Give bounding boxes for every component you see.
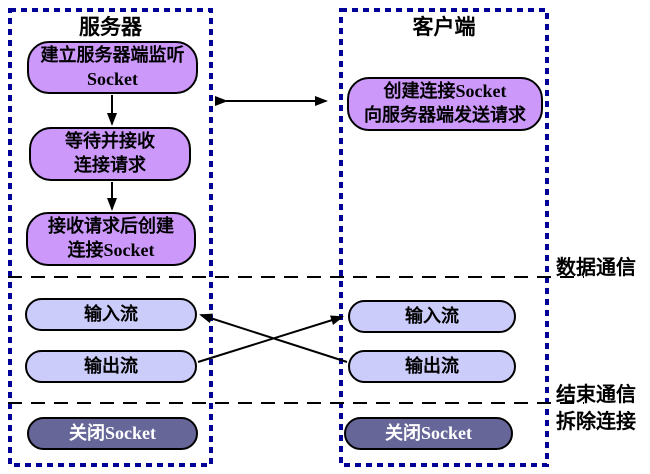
box-text-line: 关闭Socket bbox=[385, 422, 472, 443]
box-text-line: 输出流 bbox=[84, 355, 138, 376]
server-panel-border bbox=[8, 8, 213, 467]
box-text-line: 创建连接Socket bbox=[383, 81, 507, 102]
box-text-line: 连接Socket bbox=[67, 240, 155, 260]
label-teardown-connection: 拆除连接 bbox=[556, 411, 636, 433]
box-text-line: 建立服务器端监听 bbox=[40, 44, 185, 65]
client-panel-title: 客户端 bbox=[412, 15, 476, 39]
client-close-socket-box: 关闭Socket bbox=[344, 417, 513, 450]
server-panel-title: 服务器 bbox=[79, 15, 142, 39]
box-text-line: 等待并接收 bbox=[65, 131, 155, 152]
box-text-line: 向服务器端发送请求 bbox=[364, 105, 526, 125]
server-step-create-listening-socket: 建立服务器端监听 Socket bbox=[27, 41, 198, 94]
box-text-line: Socket bbox=[87, 68, 138, 89]
server-output-stream-box: 输出流 bbox=[25, 350, 197, 383]
label-end-communication: 结束通信 bbox=[556, 384, 636, 406]
client-step-create-socket-send-request: 创建连接Socket 向服务器端发送请求 bbox=[347, 77, 543, 131]
server-input-stream-box: 输入流 bbox=[25, 298, 197, 331]
server-close-socket-box: 关闭Socket bbox=[27, 417, 198, 450]
label-data-communication: 数据通信 bbox=[556, 257, 636, 279]
box-text-line: 输出流 bbox=[405, 355, 459, 376]
arrow-client-output-to-server-input bbox=[199, 313, 348, 363]
box-text-line: 输入流 bbox=[84, 303, 138, 324]
server-step-wait-accept-request: 等待并接收 连接请求 bbox=[29, 127, 191, 181]
box-text-line: 接收请求后创建 bbox=[48, 216, 174, 237]
server-step-create-connection-socket: 接收请求后创建 连接Socket bbox=[26, 212, 196, 266]
box-text-line: 关闭Socket bbox=[69, 422, 156, 443]
box-text-line: 连接请求 bbox=[74, 155, 146, 175]
box-text-line: 输入流 bbox=[405, 305, 459, 326]
client-output-stream-box: 输出流 bbox=[348, 350, 516, 383]
arrow-server-output-to-client-input bbox=[197, 315, 344, 363]
client-panel-border bbox=[339, 8, 549, 467]
client-input-stream-box: 输入流 bbox=[348, 300, 516, 333]
